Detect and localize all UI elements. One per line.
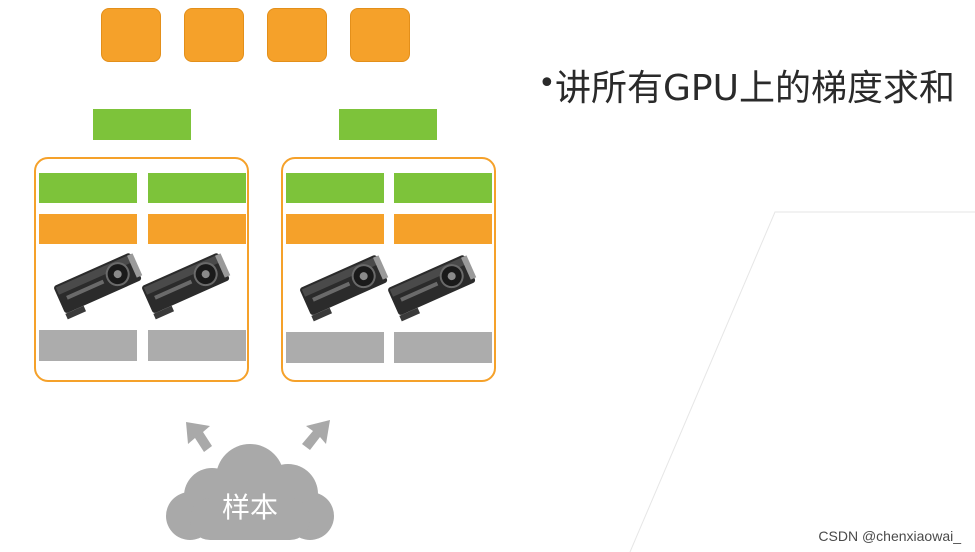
watermark: CSDN @chenxiaowai_: [818, 528, 961, 544]
gpu-card-icon: [388, 255, 477, 322]
machine-2-gpu-1-params: [286, 214, 384, 244]
upload-arrow-icon: [186, 422, 212, 452]
parameter-block-1: [101, 8, 161, 62]
machine-2-gpu-2-data: [394, 332, 492, 363]
bullet-point-icon: •: [538, 66, 556, 101]
machine-2-gpu-1-data: [286, 332, 384, 363]
cloud-icon: [166, 444, 334, 540]
gpu-card-icon: [300, 255, 389, 322]
cloud-label: 样本: [221, 491, 278, 524]
parameter-block-3: [267, 8, 327, 62]
gpu-card-icon: [54, 253, 143, 320]
machine-2-gpu-2-params: [394, 214, 492, 244]
machine-2-gpu-1-gradient: [286, 173, 384, 203]
machine-1-gpu-2-gradient: [148, 173, 246, 203]
machine-1-gpu-1-gradient: [39, 173, 137, 203]
machine-1-gpu-1-data: [39, 330, 137, 361]
parameter-block-2: [184, 8, 244, 62]
upload-arrow-icon: [302, 420, 330, 450]
machine-2-aggregated-gradient: [339, 109, 437, 140]
machine-1-gpu-2-data: [148, 330, 246, 361]
machine-1-aggregated-gradient: [93, 109, 191, 140]
gpu-card-icon: [142, 253, 231, 320]
machine-2-gpu-2-gradient: [394, 173, 492, 203]
machine-1-gpu-2-params: [148, 214, 246, 244]
bullet-text: 讲所有GPU上的梯度求和: [555, 68, 955, 109]
machine-1-gpu-1-params: [39, 214, 137, 244]
parameter-block-4: [350, 8, 410, 62]
